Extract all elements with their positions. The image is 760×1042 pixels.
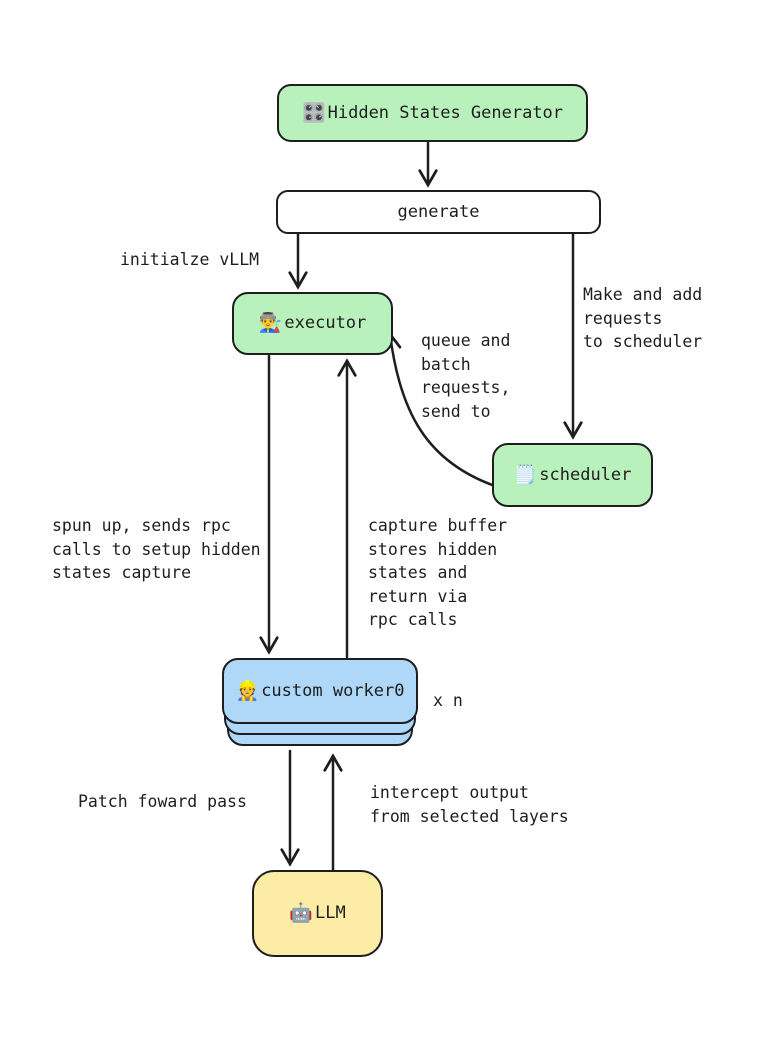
worker-person-icon: 👨‍🏭	[258, 312, 283, 334]
node-label: custom worker0	[261, 680, 405, 701]
label-initialize-vllm: initialze vLLM	[120, 250, 260, 269]
label-intercept-output: intercept output from selected layers	[370, 783, 569, 826]
label-make-add-requests: Make and add requests to scheduler	[583, 285, 703, 351]
label-x-n: x n	[433, 691, 463, 710]
node-label: scheduler	[539, 464, 632, 485]
node-scheduler[interactable]: 🗒️ scheduler	[492, 443, 653, 507]
construction-worker-icon: 👷	[235, 679, 260, 702]
label-patch-forward-pass: Patch foward pass	[78, 792, 247, 811]
control-knobs-icon: 🎛️	[301, 101, 326, 124]
node-llm[interactable]: 🤖 LLM	[252, 870, 383, 957]
node-generate[interactable]: generate	[276, 190, 601, 234]
notepad-icon: 🗒️	[513, 463, 538, 486]
node-label: executor	[284, 313, 367, 334]
node-label: generate	[397, 201, 480, 222]
label-capture-buffer: capture buffer stores hidden states and …	[368, 516, 508, 629]
node-label: Hidden States Generator	[327, 102, 564, 123]
node-hidden-states-generator[interactable]: 🎛️ Hidden States Generator	[277, 84, 588, 142]
label-queue-batch-requests: queue and batch requests, send to	[421, 331, 511, 421]
label-spun-up-rpc: spun up, sends rpc calls to setup hidden…	[52, 516, 261, 582]
robot-icon: 🤖	[289, 902, 313, 924]
edge-scheduler-to-executor	[382, 331, 497, 488]
node-custom-worker[interactable]: 👷 custom worker0	[222, 658, 418, 724]
node-label: LLM	[314, 903, 346, 924]
node-executor[interactable]: 👨‍🏭 executor	[232, 292, 393, 355]
